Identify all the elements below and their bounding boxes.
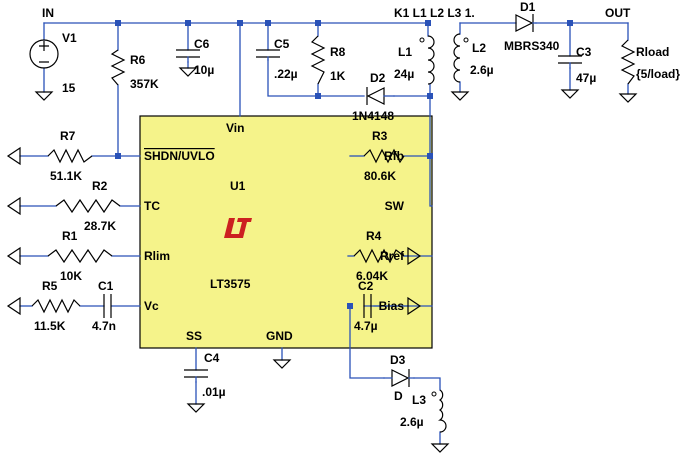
label-rload-ref: Rload [636, 45, 669, 59]
resistor-r2[interactable] [55, 198, 121, 214]
resistor-r1[interactable] [47, 248, 113, 264]
label-r5-ref: R5 [42, 279, 58, 293]
inductor-l2[interactable] [453, 33, 469, 83]
pin-bias: Bias [379, 299, 405, 313]
pin-sw: SW [385, 199, 405, 213]
label-r7-value: 51.1K [50, 169, 82, 183]
label-r4-ref: R4 [366, 229, 382, 243]
resistor-r6[interactable] [110, 49, 126, 86]
pin-rfb: Rfb [384, 149, 404, 163]
label-c1-ref: C1 [98, 279, 114, 293]
ic-body[interactable] [139, 115, 433, 349]
resistor-rload[interactable] [620, 39, 636, 85]
resistor-r3[interactable] [363, 148, 405, 164]
pin-vin: Vin [226, 121, 244, 135]
label-c1-value: 4.7n [92, 319, 116, 333]
diode-d2[interactable] [366, 87, 395, 105]
label-r1-value: 10K [60, 269, 82, 283]
label-c6-ref: C6 [194, 37, 210, 51]
label-d1-value: MBRS340 [504, 39, 560, 53]
label-c4-ref: C4 [204, 351, 220, 365]
label-d1-ref: D1 [520, 0, 536, 14]
label-r8-value: 1K [330, 69, 346, 83]
inductor-l1[interactable] [419, 35, 435, 85]
label-r7-ref: R7 [60, 129, 76, 143]
label-c4-value: .01µ [202, 385, 226, 399]
resistor-r5[interactable] [31, 298, 81, 314]
pin-vc: Vc [144, 299, 159, 313]
label-c3-value: 47µ [576, 71, 596, 85]
pin-rlim: Rlim [144, 249, 170, 263]
pin-tc: TC [144, 199, 160, 213]
label-rload-value: {5/load} [636, 67, 680, 81]
label-l1-value: 24µ [394, 67, 414, 81]
capacitor-c4[interactable] [184, 369, 208, 383]
label-v1-value: 15 [62, 81, 76, 95]
resistor-r7[interactable] [47, 148, 93, 164]
linear-logo [224, 218, 252, 238]
pin-gnd: GND [266, 329, 293, 343]
label-r2-value: 28.7K [84, 219, 116, 233]
label-r8-ref: R8 [330, 45, 346, 59]
label-c6-value: 10µ [194, 63, 214, 77]
label-d2-ref: D2 [370, 71, 386, 85]
v1-source-symbol[interactable] [29, 39, 59, 69]
label-r3-ref: R3 [372, 129, 388, 143]
label-v1-ref: V1 [62, 31, 77, 45]
label-c2-ref: C2 [358, 279, 374, 293]
ic-part: LT3575 [210, 277, 251, 291]
capacitor-c5[interactable] [256, 49, 280, 61]
ground-symbols [34, 67, 638, 453]
diode-d1[interactable] [515, 14, 537, 32]
coupling-directive: K1 L1 L2 L3 1. [394, 6, 475, 20]
label-d2-value: 1N4148 [352, 109, 394, 123]
junctions [115, 20, 573, 309]
label-r4-value: 6.04K [356, 269, 388, 283]
label-d3-value: D [394, 389, 403, 403]
diode-d3[interactable] [383, 369, 415, 387]
label-r1-ref: R1 [62, 229, 78, 243]
label-l3-ref: L3 [412, 393, 426, 407]
label-c5-value: .22µ [274, 67, 298, 81]
label-r2-ref: R2 [92, 179, 108, 193]
ic-ref: U1 [230, 179, 246, 193]
side-grounds [6, 146, 422, 316]
label-c5-ref: C5 [274, 37, 290, 51]
label-l2-ref: L2 [472, 41, 486, 55]
label-r5-value: 11.5K [34, 319, 66, 333]
capacitor-c1[interactable] [103, 294, 112, 318]
pin-shdn: SHDN/UVLO [144, 149, 215, 163]
label-l3-value: 2.6µ [400, 415, 424, 429]
resistor-r4[interactable] [353, 248, 405, 264]
label-r6-ref: R6 [130, 53, 146, 67]
net-label-in: IN [42, 6, 54, 20]
label-r3-value: 80.6K [364, 169, 396, 183]
label-c3-ref: C3 [576, 45, 592, 59]
capacitor-c6[interactable] [176, 49, 200, 63]
resistor-r8[interactable] [310, 35, 326, 85]
pin-rref: Rref [380, 249, 405, 263]
inductor-l3[interactable] [431, 389, 447, 433]
label-l2-value: 2.6µ [470, 63, 494, 77]
capacitor-c3[interactable] [558, 55, 582, 69]
label-l1-ref: L1 [398, 45, 412, 59]
label-c2-value: 4.7µ [354, 319, 378, 333]
capacitor-c2[interactable] [363, 294, 372, 318]
wires [19, 22, 629, 445]
net-label-out: OUT [605, 6, 631, 20]
label-d3-ref: D3 [390, 353, 406, 367]
label-r6-value: 357K [130, 77, 159, 91]
pin-ss: SS [186, 329, 202, 343]
